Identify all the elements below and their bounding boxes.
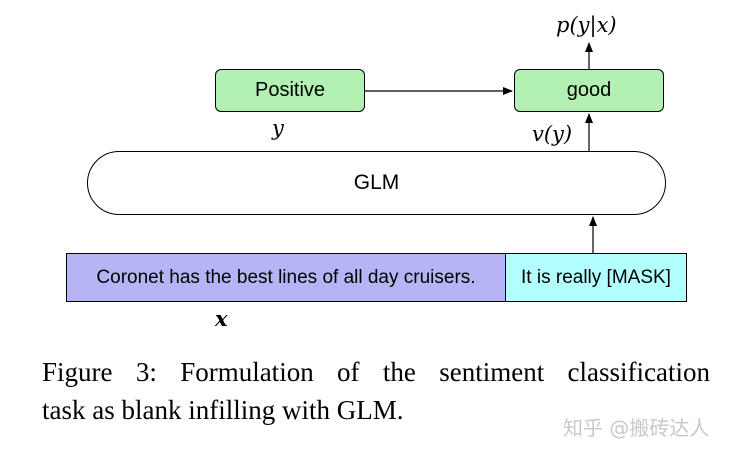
glm-model-box: GLM (87, 151, 666, 215)
input-sentence-box: Coronet has the best lines of all day cr… (66, 253, 506, 302)
label-pyx: p(y|x) (556, 13, 617, 37)
label-x: x (215, 306, 228, 331)
verbalizer-box-good: good (514, 69, 664, 112)
input-sentence-text: Coronet has the best lines of all day cr… (96, 266, 476, 288)
good-label: good (566, 79, 612, 101)
label-box-positive: Positive (215, 69, 365, 112)
watermark: 知乎 @搬砖达人 (563, 416, 710, 440)
input-prompt-text: It is really [MASK] (521, 266, 671, 288)
input-sequence: Coronet has the best lines of all day cr… (66, 253, 687, 302)
input-prompt-box: It is really [MASK] (506, 253, 687, 302)
positive-label: Positive (254, 79, 326, 101)
label-vy: v(y) (532, 122, 573, 146)
caption-line-1: Figure 3: Formulation of the sentiment c… (42, 357, 710, 387)
glm-label: GLM (353, 171, 400, 194)
label-y: y (272, 116, 284, 140)
figure-caption: Figure 3: Formulation of the sentiment c… (42, 353, 710, 429)
caption-line-2: task as blank infilling with GLM. (42, 395, 404, 425)
